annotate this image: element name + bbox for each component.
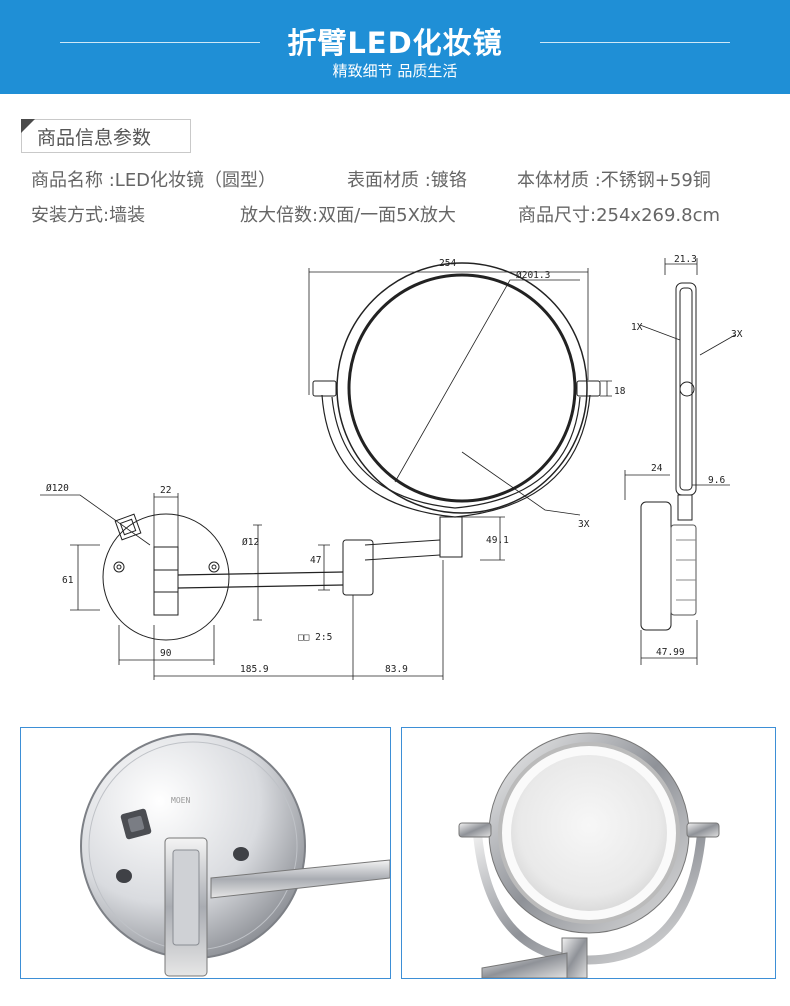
- spec-surface: 表面材质 :镀铬: [347, 170, 467, 191]
- banner-line-left: [60, 42, 260, 43]
- side-mirror: [675, 282, 697, 496]
- arm-bar: [177, 571, 344, 589]
- dim-201: Ø201.3: [516, 270, 550, 281]
- dim-61: 61: [62, 575, 74, 586]
- spec-size: 商品尺寸:254x269.8cm: [518, 205, 721, 226]
- wall-bracket: [153, 546, 179, 616]
- dim-47-99: 47.99: [656, 647, 685, 658]
- brand-mark: MOEN: [171, 796, 190, 805]
- side-3x: 3X: [731, 329, 743, 340]
- dim-47: 47: [310, 555, 321, 566]
- switch-icon: [114, 513, 142, 541]
- banner-line-right: [540, 42, 730, 43]
- scale-note: □□ 2:5: [298, 632, 332, 643]
- page-title: 折臂LED化妆镜: [287, 26, 503, 60]
- dim-120: Ø120: [46, 483, 69, 494]
- dim-12: Ø12: [242, 537, 259, 548]
- dim-254: 254: [439, 258, 456, 269]
- mirror-outer-ring: [336, 262, 588, 514]
- pivot-right: [576, 380, 601, 397]
- dim-24: 24: [651, 463, 663, 474]
- corner-marker-icon: [21, 119, 35, 133]
- section-heading: 商品信息参数: [21, 119, 191, 153]
- dim-83: 83.9: [385, 664, 408, 675]
- dim-18: 18: [614, 386, 626, 397]
- dim-90: 90: [160, 648, 172, 659]
- section-title: 商品信息参数: [37, 127, 152, 149]
- spec-magnification: 放大倍数:双面/一面5X放大: [240, 205, 456, 226]
- photo-mirror: [401, 727, 776, 979]
- dim-21: 21.3: [674, 254, 697, 265]
- spec-name: 商品名称 :LED化妆镜（圆型）: [31, 170, 277, 191]
- page-subtitle: 精致细节 品质生活: [332, 62, 458, 80]
- header-banner: 折臂LED化妆镜 精致细节 品质生活: [0, 0, 790, 94]
- mirror-glass-edge: [347, 273, 577, 503]
- spec-install: 安装方式:墙装: [31, 205, 146, 226]
- dim-185: 185.9: [240, 664, 269, 675]
- dim-22: 22: [160, 485, 171, 496]
- dim-3x: 3X: [578, 519, 590, 530]
- wall-plate: [102, 513, 230, 641]
- mirror-yoke: [321, 394, 591, 518]
- pivot-left: [312, 380, 337, 397]
- technical-drawing: 254 Ø201.3 18 3X Ø120 22 61 Ø12 47 49.1 …: [40, 254, 743, 680]
- spec-body: 本体材质 :不锈钢+59铜: [517, 170, 711, 191]
- wall-plate-photo-art: MOEN: [80, 733, 390, 977]
- dim-9-6: 9.6: [708, 475, 725, 486]
- side-wall-plate: [640, 501, 672, 631]
- mirror-neck: [439, 516, 463, 558]
- dim-49: 49.1: [486, 535, 509, 546]
- side-1x: 1X: [631, 322, 643, 333]
- mirror-photo-art: [458, 732, 720, 978]
- photo-wall-plate: MOEN: [20, 727, 391, 979]
- arm-joint: [342, 539, 374, 596]
